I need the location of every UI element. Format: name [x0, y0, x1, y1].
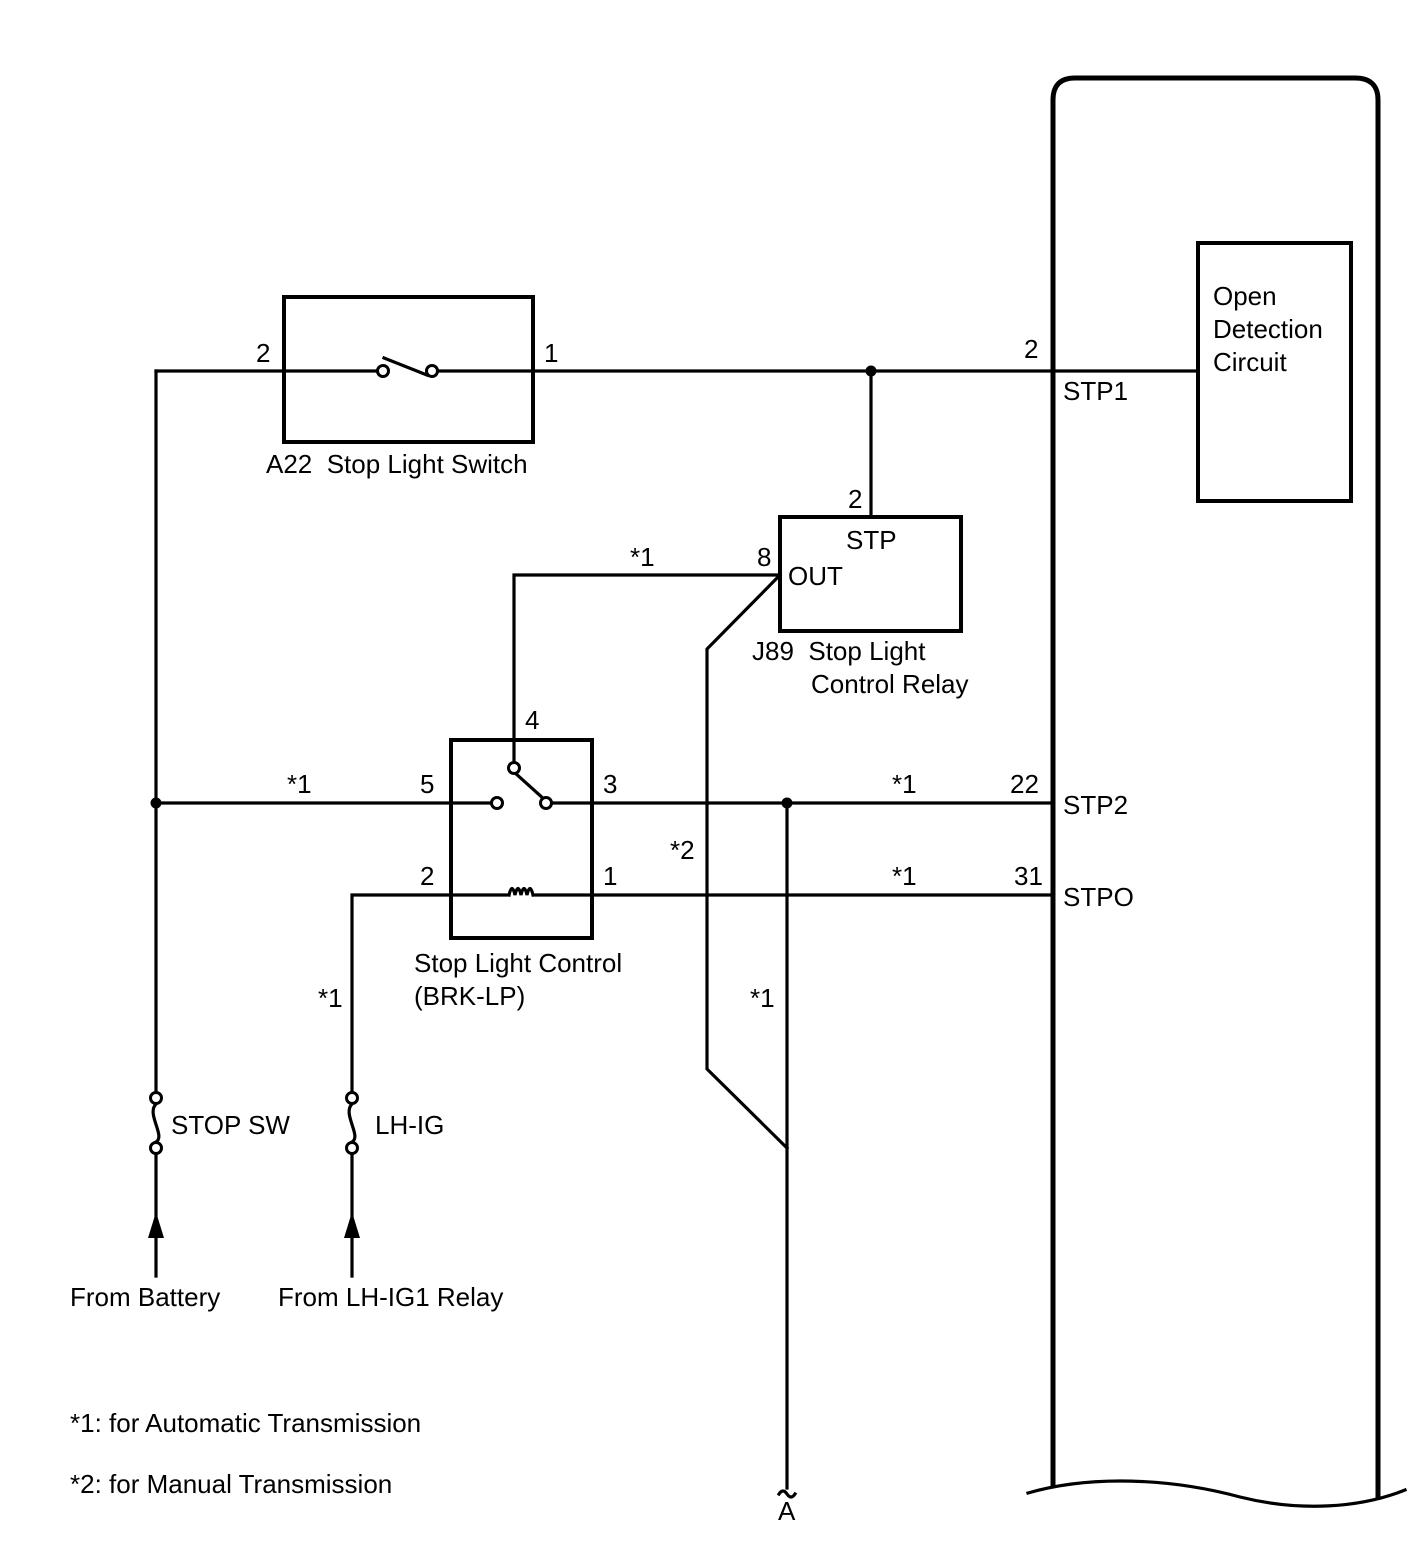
- source-battery-label: From Battery: [70, 1282, 220, 1312]
- wire-out-to-pin-4: [512, 573, 782, 767]
- control-terminal-5: [490, 796, 504, 810]
- stop-light-switch-pin-2: 2: [256, 338, 270, 368]
- open-detection-label-3: Circuit: [1213, 347, 1287, 377]
- open-detection-label-1: Open: [1213, 281, 1277, 311]
- lhig-arrow-icon: [344, 1212, 360, 1238]
- ecu-terminal-stp1: STP1: [1063, 376, 1128, 406]
- relay-label-2: Control Relay: [811, 669, 969, 699]
- switch-contact-lever: [381, 355, 430, 378]
- wire-bypass-manual: [705, 572, 790, 1151]
- control-terminal-3: [539, 796, 553, 810]
- stop-light-switch-label: A22 Stop Light Switch: [266, 449, 528, 479]
- fuse-lh-ig-label: LH-IG: [375, 1110, 444, 1140]
- wire-lhig-to-pin-2: [350, 893, 453, 1094]
- ecu-pin-stp2: 22: [1010, 769, 1039, 799]
- relay-coil-symbol: [507, 886, 535, 897]
- relay-terminal-out: OUT: [788, 561, 843, 591]
- fuse-stop-sw-bottom-terminal: [149, 1141, 163, 1155]
- relay-label-1: J89 Stop Light: [752, 636, 926, 666]
- switch-terminal-left: [376, 364, 390, 378]
- note-stpo-wire: *1: [892, 861, 917, 891]
- open-detection-label-2: Detection: [1213, 314, 1323, 344]
- control-pin-5: 5: [420, 769, 434, 799]
- note-lhig-wire: *1: [318, 983, 343, 1013]
- relay-pin-stp: 2: [848, 484, 862, 514]
- footnote-2: *2: for Manual Transmission: [70, 1469, 392, 1499]
- battery-arrow-icon: [148, 1212, 164, 1238]
- ecu-body-outline: [1050, 75, 1381, 1500]
- connector-a-break: [776, 1489, 798, 1499]
- control-pin-1: 1: [603, 861, 617, 891]
- control-label-1: Stop Light Control: [414, 948, 622, 978]
- junction-battery: [150, 797, 162, 809]
- control-terminal-4: [507, 761, 521, 775]
- ecu-terminal-stp2: STP2: [1063, 790, 1128, 820]
- note-out-wire: *1: [630, 542, 655, 572]
- ecu-pin-stp1: 2: [1024, 334, 1038, 364]
- footnote-1: *1: for Automatic Transmission: [70, 1408, 421, 1438]
- ecu-pin-stpo: 31: [1014, 861, 1043, 891]
- control-switch-lever: [511, 769, 548, 803]
- note-stp2-wire: *1: [892, 769, 917, 799]
- control-pin-3: 3: [603, 769, 617, 799]
- switch-terminal-right: [425, 364, 439, 378]
- note-pin5-wire: *1: [287, 769, 312, 799]
- control-label-2: (BRK-LP): [414, 981, 525, 1011]
- stop-light-switch-pin-1: 1: [544, 338, 558, 368]
- stop-light-control-box: [449, 738, 594, 940]
- connector-a-label: A: [778, 1496, 796, 1526]
- control-pin-4: 4: [525, 705, 539, 735]
- relay-pin-out: 8: [757, 542, 771, 572]
- control-pin-2: 2: [420, 861, 434, 891]
- note-vertical-a: *1: [750, 983, 775, 1013]
- source-lh-ig1-relay-label: From LH-IG1 Relay: [278, 1282, 503, 1312]
- fuse-stop-sw-label: STOP SW: [171, 1110, 290, 1140]
- ecu-terminal-stpo: STPO: [1063, 882, 1134, 912]
- fuse-stop-sw-icon: [151, 1101, 161, 1145]
- ecu-wavy-edge: [1026, 1479, 1408, 1508]
- fuse-lh-ig-bottom-terminal: [345, 1141, 359, 1155]
- relay-terminal-stp: STP: [846, 525, 897, 555]
- note-bypass: *2: [670, 835, 695, 865]
- fuse-lh-ig-icon: [347, 1101, 357, 1145]
